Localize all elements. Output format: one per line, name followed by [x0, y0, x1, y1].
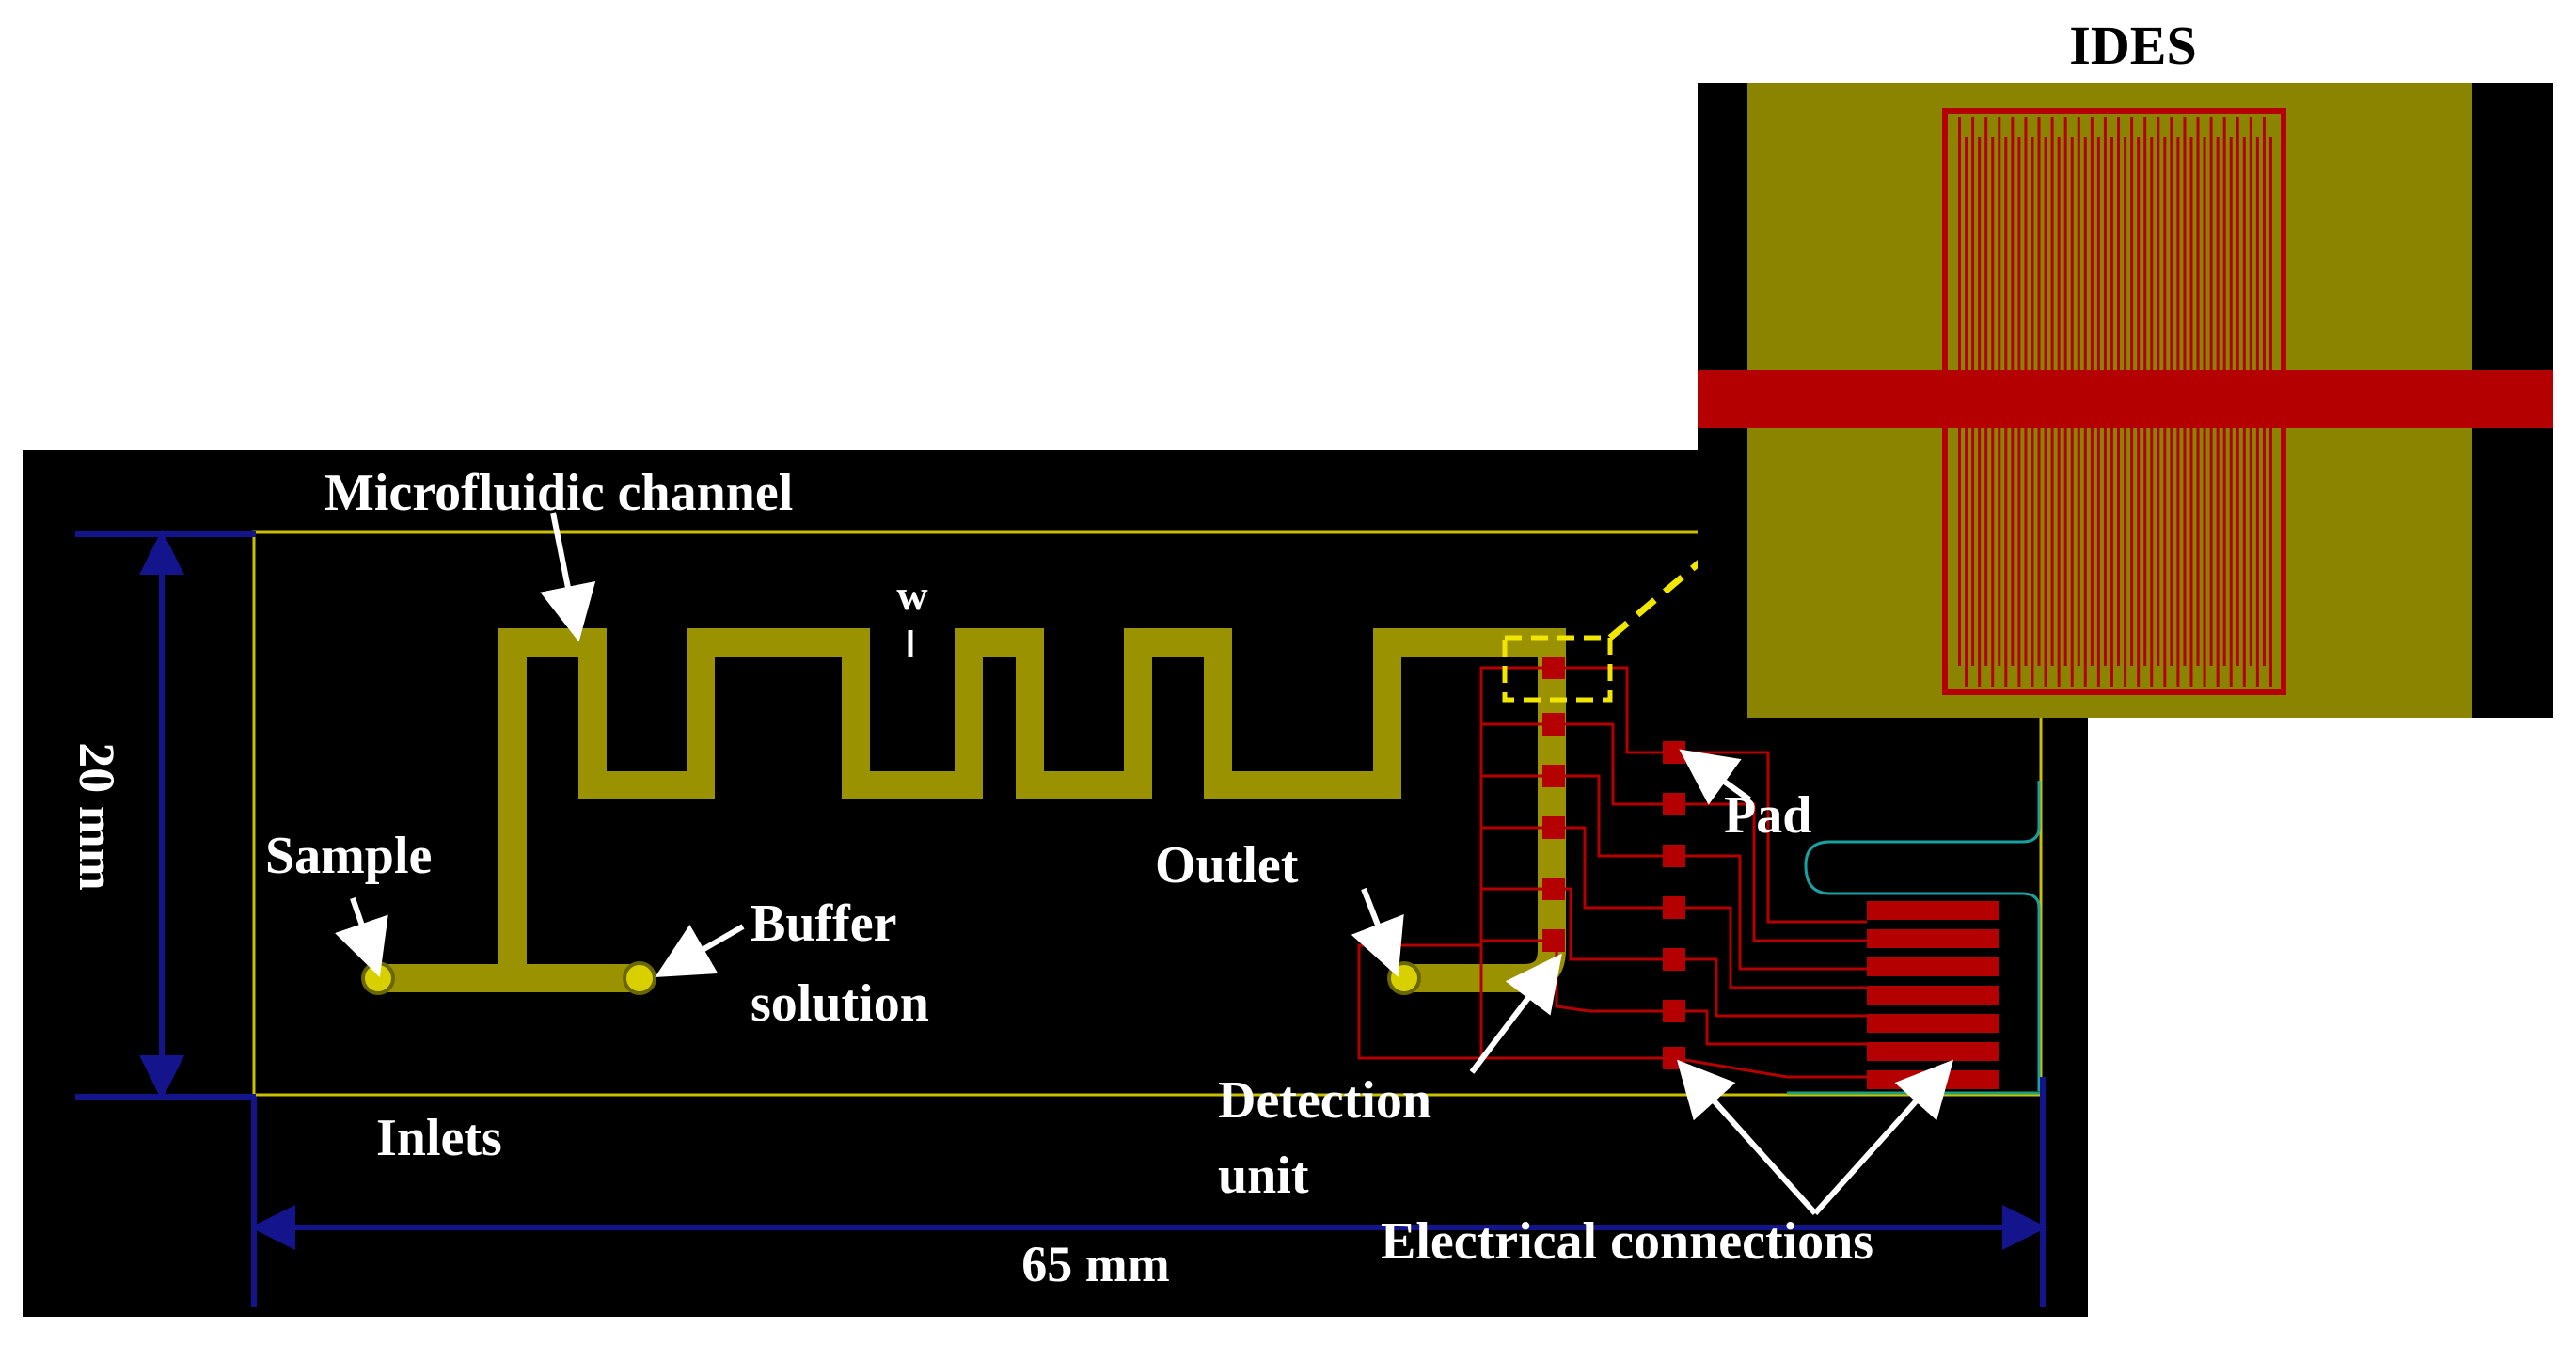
connector-finger: [1867, 957, 1999, 976]
buffer-label-line1: Buffer: [751, 894, 897, 953]
connection-pad: [1663, 741, 1685, 764]
sample-arrow: [334, 897, 388, 978]
ides-fingers: [1958, 117, 2272, 687]
zoom-highlight-box: [1502, 635, 1613, 703]
connector-finger: [1867, 901, 1999, 920]
connection-pads: [1663, 741, 1685, 1069]
connection-pad: [1663, 793, 1685, 815]
height-dimension-label: 20 mm: [69, 742, 125, 890]
detection-electrode: [1542, 929, 1565, 952]
connector-finger: [1867, 1042, 1999, 1061]
pad-arrow: [1679, 749, 1751, 805]
outlet-arrow: [1351, 887, 1404, 977]
connector-finger: [1867, 986, 1999, 1005]
detection-label-line2: unit: [1218, 1147, 1309, 1205]
connection-arrow-left: [1676, 1059, 1818, 1216]
connection-pad: [1663, 1000, 1685, 1022]
sample-inlet-port: [361, 961, 395, 995]
connection-pad: [1663, 1047, 1685, 1069]
channel-width-label: w: [896, 571, 927, 619]
connection-pad: [1663, 896, 1685, 919]
outlet-port: [1387, 961, 1421, 995]
detection-electrode: [1542, 713, 1565, 736]
sample-label: Sample: [265, 827, 432, 885]
connection-pad: [1663, 845, 1685, 867]
buffer-arrow: [655, 924, 745, 977]
edge-connector: [1867, 901, 1999, 1089]
channel-arrow: [540, 512, 596, 642]
detection-electrode: [1542, 765, 1565, 787]
ides-inset: [1698, 83, 2553, 718]
detection-label-line1: Detection: [1218, 1071, 1431, 1130]
connection-pad: [1663, 948, 1685, 971]
detection-electrode: [1542, 878, 1565, 900]
detection-electrodes: [1542, 657, 1565, 952]
microfluidic-channel-label: Microfluidic channel: [324, 464, 793, 522]
detection-electrode: [1542, 657, 1565, 679]
electrical-connections-label: Electrical connections: [1381, 1212, 1873, 1271]
width-dimension-label: 65 mm: [1021, 1236, 1169, 1292]
inlets-label: Inlets: [376, 1109, 502, 1167]
pointer-arrows: [334, 512, 1954, 1216]
connector-finger: [1867, 1014, 1999, 1033]
ides-title: IDES: [2069, 15, 2196, 76]
ides-electrode-frame: [1942, 108, 2286, 695]
detection-electrode: [1542, 816, 1565, 839]
buffer-inlet-port: [623, 961, 656, 995]
pad-label: Pad: [1724, 786, 1811, 845]
dimension-lines: [75, 530, 2047, 1307]
connection-arrow-right: [1812, 1059, 1954, 1216]
buffer-label-line2: solution: [751, 974, 929, 1033]
chip-outline: [252, 530, 2043, 1097]
connector-finger: [1867, 929, 1999, 948]
board-edge-contour: [1804, 781, 2041, 1091]
detection-arrow: [1469, 953, 1562, 1074]
outlet-label: Outlet: [1155, 836, 1299, 894]
